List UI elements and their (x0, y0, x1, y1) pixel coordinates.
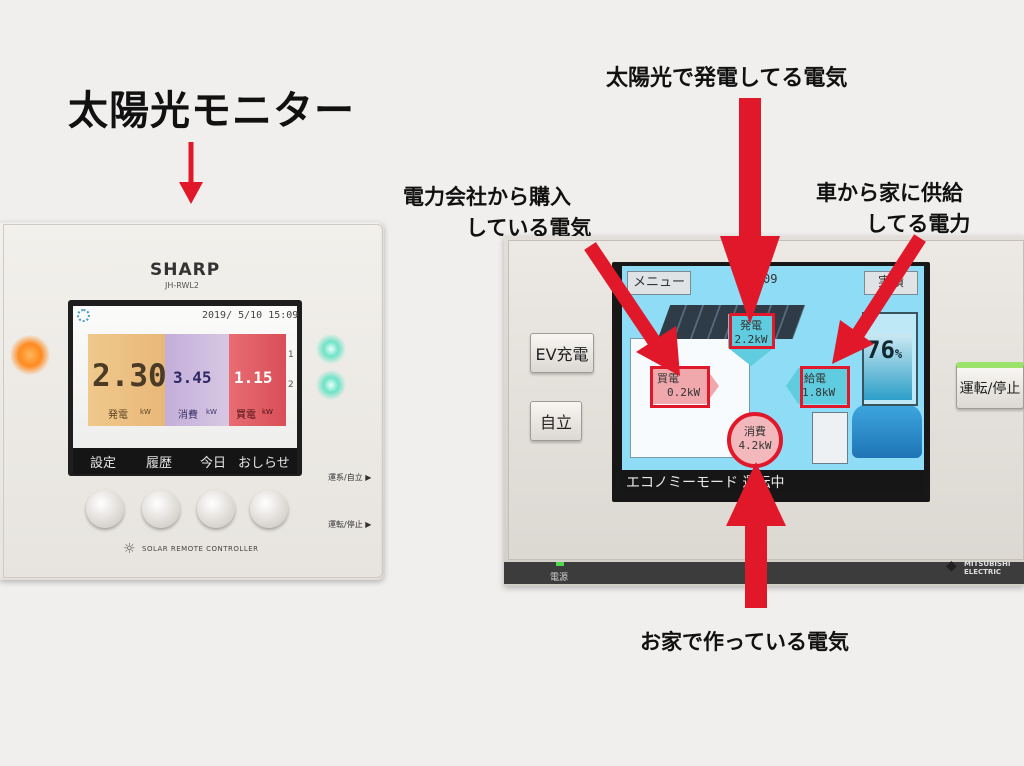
softkey-notices[interactable]: おしらせ (238, 456, 290, 471)
battery-percent: 76% (866, 336, 902, 364)
purchase-highlight (650, 366, 710, 408)
consumption-circle-label: 消費 (744, 425, 766, 438)
ev-charge-button[interactable]: EV充電 (530, 333, 594, 373)
purchase-caption-line1: 電力会社から購入 (403, 185, 571, 209)
storage-unit-icon (812, 412, 848, 464)
sharp-footer: SOLAR REMOTE CONTROLLER (142, 545, 259, 553)
consumption-segment (165, 334, 229, 426)
discharge-box-label: 給電 (804, 372, 826, 385)
generation-segment (88, 334, 165, 426)
generation-label: 発電 (108, 410, 128, 421)
green-led-icon (316, 370, 346, 400)
solar-generation-caption: 太陽光で発電してる電気 (606, 66, 848, 91)
generation-unit: kW (140, 408, 151, 416)
hardware-button-2[interactable] (142, 490, 180, 528)
side-number-2: 2 (288, 380, 294, 390)
battery-fill (864, 334, 912, 400)
softkey-bar (73, 448, 297, 474)
gear-icon (77, 309, 90, 322)
purchase-box-value: 0.2kW (667, 386, 701, 399)
sell-label: 買電 (236, 410, 256, 421)
side-label-1: 運系/自立 ▶ (328, 473, 372, 482)
consumption-label: 消費 (178, 410, 198, 421)
arrow-car-supply (832, 234, 926, 364)
status-bar (622, 470, 924, 494)
sell-value: 1.15 (234, 368, 273, 387)
sharp-model: JH-RWL2 (165, 281, 199, 290)
discharge-box: 給電 1.8kW (786, 368, 848, 404)
sell-unit: kW (262, 408, 273, 416)
consumption-unit: kW (206, 408, 217, 416)
hardware-button-4[interactable] (250, 490, 288, 528)
sharp-brand: SHARP (150, 260, 221, 280)
softkey-settings[interactable]: 設定 (90, 456, 117, 471)
power-led-icon (556, 562, 564, 566)
car-icon (852, 404, 922, 458)
hardware-button-1[interactable] (86, 490, 124, 528)
side-number-1: 1 (288, 350, 294, 360)
generation-box-value: 2.2kW (734, 333, 768, 346)
sharp-bezel (3, 224, 383, 578)
arrow-up-consumption (726, 462, 786, 608)
sell-segment (229, 334, 286, 426)
discharge-box-value: 1.8kW (802, 386, 836, 399)
car-supply-caption-line2: してる電力 (866, 212, 971, 236)
arrow-purchase (584, 242, 680, 376)
sun-icon: ☼ (123, 541, 136, 557)
independent-button[interactable]: 自立 (530, 401, 582, 441)
mitsubishi-brand: MITSUBISHI ELECTRIC (964, 560, 1011, 576)
battery-percent-value: 76 (866, 336, 895, 364)
side-label-2: 運転/停止 ▶ (328, 520, 372, 529)
hardware-button-3[interactable] (197, 490, 235, 528)
mitsubishi-logo-icon: ◆ (946, 558, 957, 574)
consumption-circle-value: 4.2kW (738, 439, 772, 452)
consumption-value: 3.45 (173, 368, 212, 387)
arrow-down-left-title (179, 142, 203, 204)
purchase-box-label: 買電 (657, 372, 679, 385)
menu-button[interactable]: メニュー (627, 271, 691, 295)
home-consumption-caption: お家で作っている電気 (640, 630, 849, 654)
arrow-down-solar (720, 98, 780, 324)
green-led-icon (316, 334, 346, 364)
generation-value: 2.30 (92, 358, 167, 394)
generation-box-label: 発電 (740, 319, 762, 332)
date-fragment: 09 (763, 272, 778, 286)
softkey-history[interactable]: 履歴 (146, 456, 173, 471)
sharp-datetime: 2019/ 5/10 15:09 (202, 310, 299, 321)
orange-led-icon (10, 335, 50, 375)
discharge-highlight (800, 366, 850, 408)
run-stop-button[interactable]: 運転/停止 (956, 362, 1024, 409)
power-label: 電源 (550, 573, 569, 583)
car-supply-caption-line1: 車から家に供給 (816, 181, 963, 205)
main-title-caption: 太陽光モニター (68, 88, 355, 134)
battery-percent-unit: % (894, 347, 903, 361)
softkey-today[interactable]: 今日 (200, 456, 227, 471)
